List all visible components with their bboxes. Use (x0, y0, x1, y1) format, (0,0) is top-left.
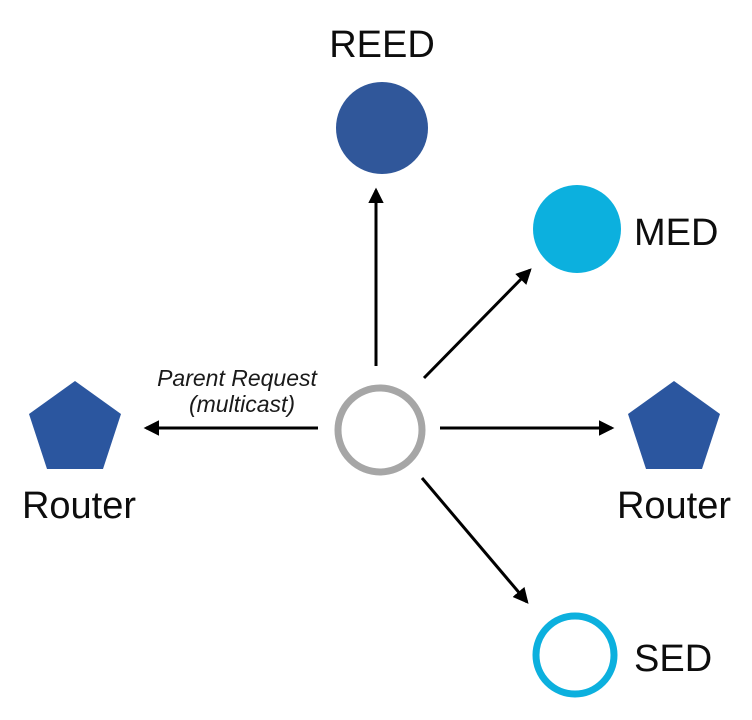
edge-label-line1: Parent Request (157, 365, 318, 391)
edges-group (143, 187, 615, 604)
node-router-right[interactable]: Router (617, 381, 731, 527)
node-med-label: MED (634, 212, 718, 254)
router-left-pentagon-icon[interactable] (29, 381, 121, 469)
edge-label-line2: (multicast) (189, 391, 295, 417)
edge-to-sed (420, 477, 529, 604)
sed-circle-icon[interactable] (532, 612, 618, 698)
node-joining-device[interactable] (334, 384, 426, 476)
node-reed[interactable]: REED (329, 24, 435, 174)
node-med[interactable]: MED (533, 185, 718, 273)
node-router-right-label: Router (617, 485, 731, 527)
node-router-left-label: Router (22, 485, 136, 527)
med-circle-icon[interactable] (533, 185, 621, 273)
node-reed-label: REED (329, 24, 435, 66)
edge-label-parent-request: Parent Request (multicast) (157, 365, 318, 417)
router-right-pentagon-icon[interactable] (628, 381, 720, 469)
edge-to-med (422, 268, 532, 380)
reed-circle-icon[interactable] (336, 82, 428, 174)
node-sed[interactable]: SED (532, 612, 712, 698)
node-sed-label: SED (634, 638, 712, 680)
node-router-left[interactable]: Router (22, 381, 136, 527)
